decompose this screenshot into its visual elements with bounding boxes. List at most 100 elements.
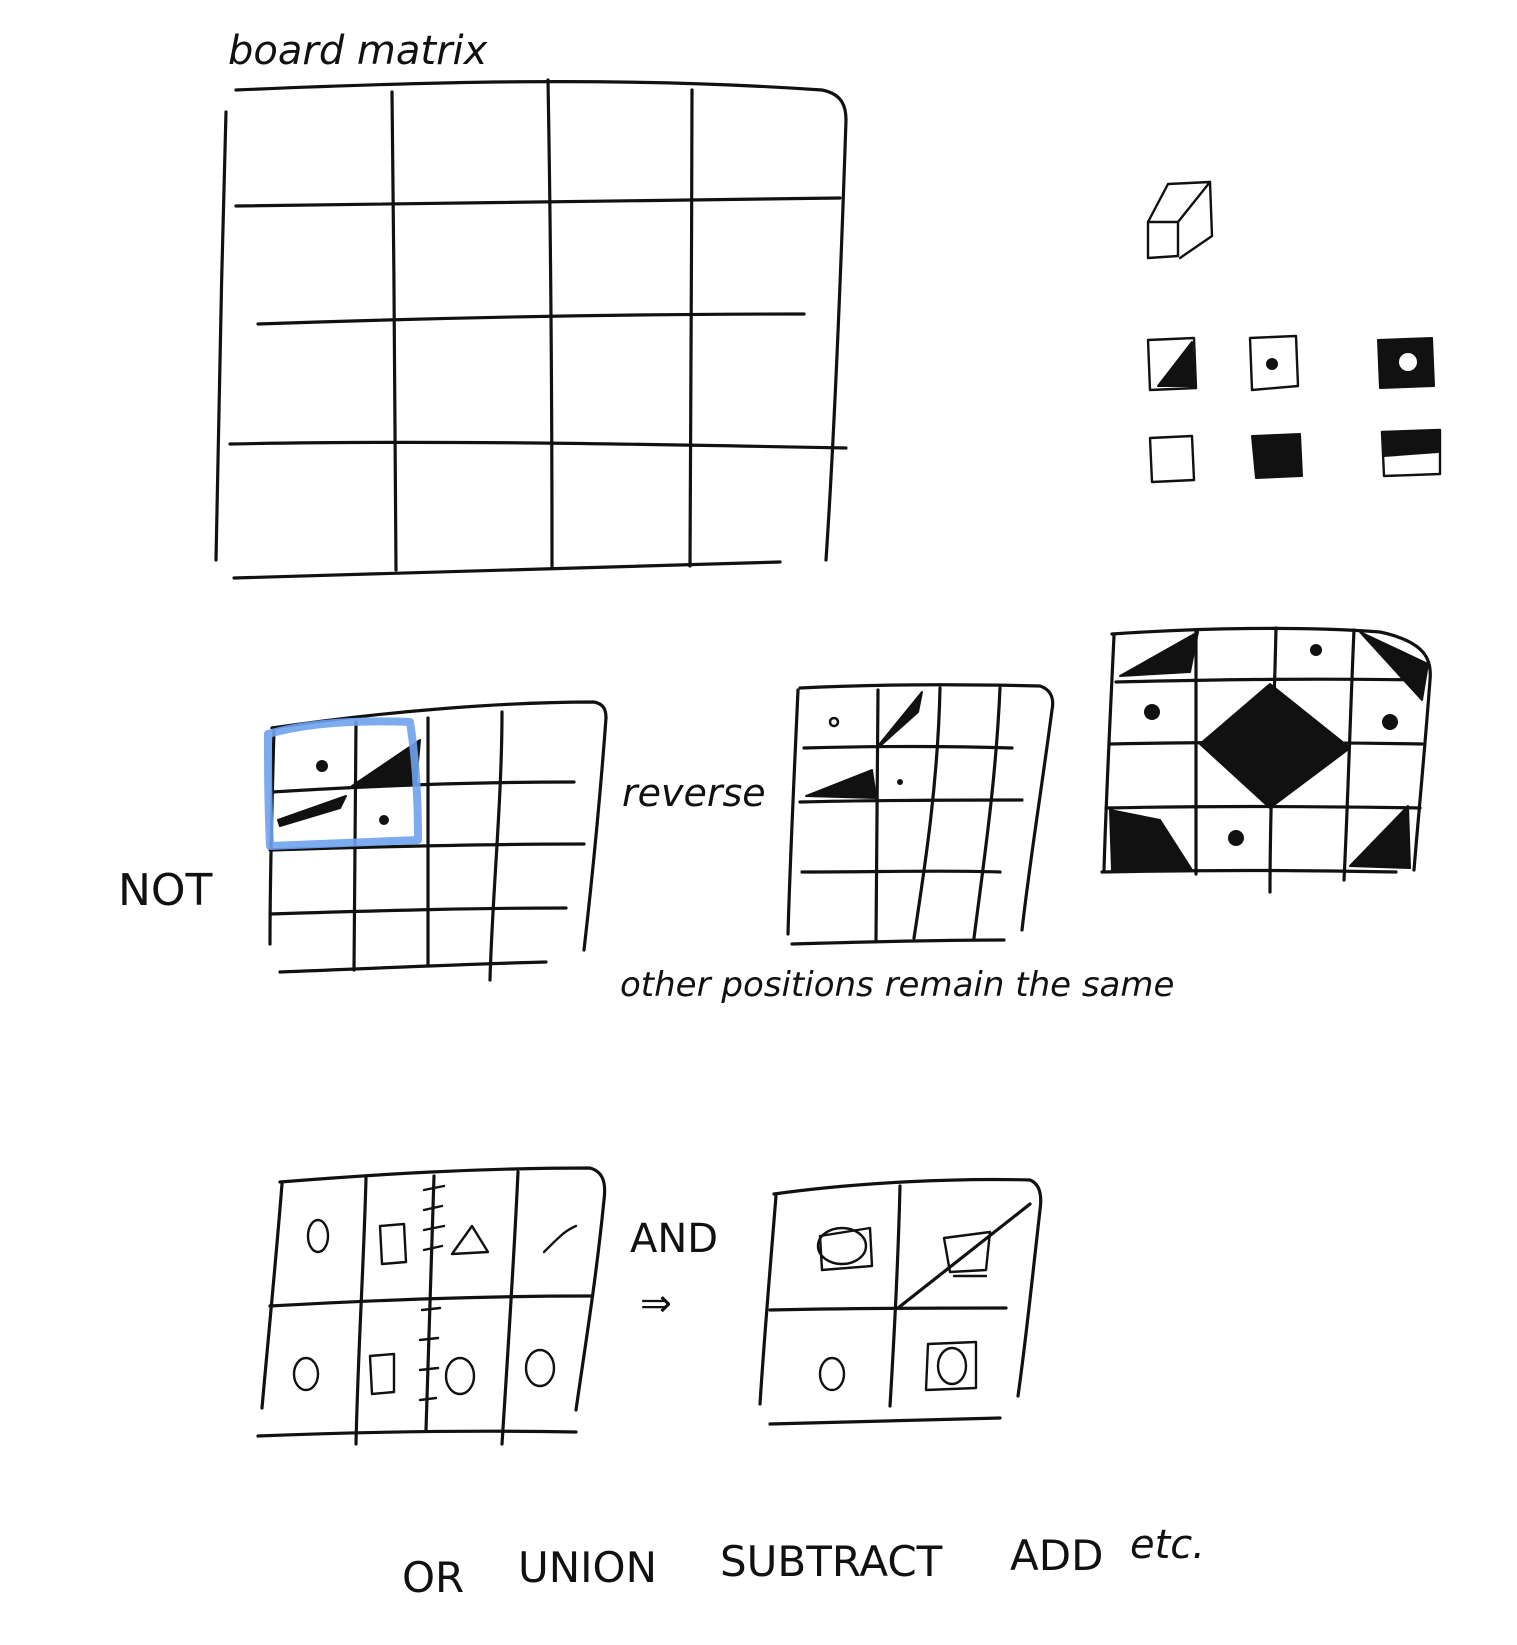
grid-frame-left	[786, 688, 800, 936]
grid-frame-top-right	[278, 1166, 607, 1412]
square-shape	[942, 1230, 992, 1274]
overlap-shape	[818, 1226, 874, 1272]
filled-tile-icon	[1251, 433, 1303, 479]
corner-shade-mark	[1349, 805, 1411, 869]
grid-frame-bottom	[790, 938, 1006, 946]
dot-mark	[379, 815, 389, 825]
not-label: NOT	[118, 865, 213, 916]
reverse-label: reverse	[622, 771, 766, 815]
op-etc-label: etc.	[1130, 1522, 1205, 1568]
board-frame-top-right	[234, 80, 848, 562]
grid-col-line	[888, 1184, 902, 1408]
half-filled-tile-icon	[1380, 428, 1442, 478]
operations-list: OR UNION SUBTRACT ADD etc.	[402, 1522, 1205, 1602]
pattern-grid	[1100, 626, 1432, 894]
board-col-line	[546, 78, 554, 570]
circle-shape	[936, 1346, 968, 1386]
circle-shape	[444, 1356, 476, 1396]
corner-shade-mark	[1109, 809, 1193, 871]
grid-col-line	[500, 1170, 520, 1446]
square-shape	[368, 1352, 396, 1396]
center-diamond-mark	[1199, 683, 1351, 809]
and-operation-diagram: AND ⇒	[256, 1166, 1043, 1446]
dot-tile-icon	[1248, 334, 1300, 392]
grid-frame-top-right	[798, 683, 1055, 932]
board-col-line	[390, 90, 398, 572]
dot-mark	[1310, 644, 1322, 656]
grid-frame-bottom	[278, 960, 548, 974]
grid-col-line	[354, 1176, 368, 1446]
grid-frame-bottom	[256, 1429, 578, 1438]
dot-mark	[828, 716, 840, 728]
diagonal-shade-mark	[805, 769, 877, 799]
grid-frame-left	[1102, 634, 1116, 872]
grid-row-line	[270, 780, 576, 794]
circle-shape	[306, 1218, 330, 1254]
not-input-grid	[264, 700, 608, 982]
board-row-line	[228, 440, 848, 450]
empty-tile-icon	[1148, 434, 1196, 484]
tile-icons-legend	[1146, 180, 1442, 484]
center-divider	[424, 1174, 436, 1432]
grid-col-line	[1342, 628, 1356, 882]
grid-row-line	[798, 798, 1024, 804]
grid-row-line	[268, 906, 568, 916]
not-operation-diagram: NOT reverse	[118, 626, 1432, 1005]
diagonal-shade-mark	[277, 795, 347, 827]
grid-frame-top-right	[1110, 626, 1432, 872]
board-col-line	[688, 88, 694, 568]
grid-frame-bottom	[1100, 868, 1398, 874]
other-positions-note: other positions remain the same	[620, 965, 1174, 1005]
diagonal-shade-mark	[877, 691, 923, 747]
grid-frame-top-right	[772, 1177, 1043, 1398]
grid-col-line	[972, 686, 1002, 940]
and-label: AND	[630, 1216, 718, 1262]
grid-row-line	[268, 842, 586, 852]
cube-icon	[1146, 180, 1214, 260]
board-matrix-diagram: board matrix	[214, 28, 848, 580]
arrow-label: ⇒	[640, 1281, 672, 1325]
op-union-label: UNION	[518, 1543, 657, 1592]
grid-row-line	[1104, 804, 1422, 810]
board-frame-bottom	[232, 560, 782, 580]
dot-mark	[897, 779, 903, 785]
not-output-grid	[786, 683, 1055, 946]
board-matrix-grid	[214, 78, 848, 580]
board-row-line	[234, 196, 842, 208]
dot-mark	[1382, 714, 1398, 730]
grid-row-line	[800, 869, 1002, 874]
square-shape	[378, 1222, 408, 1266]
circle-shape	[292, 1356, 320, 1392]
grid-frame-left	[758, 1194, 778, 1406]
dot-mark	[1228, 830, 1244, 846]
grid-col-line	[874, 688, 880, 942]
divider-ticks	[418, 1184, 446, 1402]
grid-col-line	[912, 686, 942, 940]
diagonal-line	[896, 1202, 1032, 1310]
corner-shade-mark	[1359, 631, 1429, 701]
and-input-grid	[256, 1166, 607, 1446]
board-matrix-label: board matrix	[228, 28, 488, 74]
dot-mark	[316, 760, 328, 772]
grid-frame-left	[260, 1182, 284, 1410]
grid-frame-bottom	[768, 1416, 1002, 1426]
board-frame-left	[214, 110, 228, 562]
grid-row-line	[1114, 677, 1422, 684]
grid-row-line	[802, 744, 1014, 750]
corner-shade-mark	[1119, 631, 1199, 677]
grid-row-line	[768, 1306, 1008, 1312]
overlap-shape	[816, 1226, 868, 1266]
op-add-label: ADD	[1010, 1531, 1103, 1580]
grid-col-line	[488, 710, 504, 982]
circle-shape	[818, 1356, 846, 1392]
dot-mark	[1144, 704, 1160, 720]
grid-frame-top-right	[270, 700, 608, 952]
and-output-grid	[758, 1177, 1043, 1426]
op-or-label: OR	[402, 1553, 464, 1602]
slash-shape	[542, 1224, 578, 1254]
half-diagonal-tile-icon	[1146, 336, 1198, 392]
square-shape	[924, 1340, 978, 1392]
circle-shape	[524, 1348, 556, 1388]
board-row-line	[256, 312, 806, 326]
